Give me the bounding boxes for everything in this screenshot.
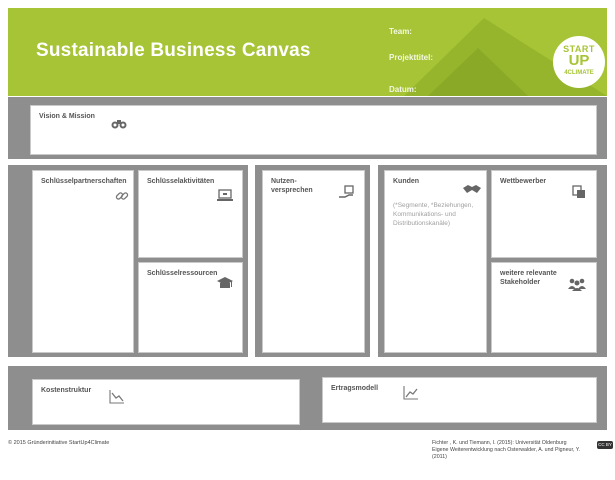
key-partners-label: Schlüsselpartnerschaften	[41, 178, 127, 185]
source-line-2: Eigene Weiterentwicklung nach Osterwalde…	[432, 447, 581, 460]
stakeholders-label: weitere relevante Stakeholder	[500, 270, 557, 286]
header-decoration	[404, 18, 607, 96]
logo-line-2: UP	[568, 52, 590, 69]
binoculars-icon	[111, 118, 127, 129]
documents-icon	[572, 185, 586, 199]
graduation-cap-icon	[217, 277, 233, 289]
logo-line-3: 4CLIMATE	[564, 70, 594, 76]
key-resources-label: Schlüsselressourcen	[147, 270, 218, 277]
hand-gift-icon	[339, 185, 355, 199]
stakeholders-box[interactable]: weitere relevante Stakeholder	[491, 262, 597, 353]
customers-label: Kunden	[393, 178, 420, 185]
header-banner: Sustainable Business Canvas Team: Projek…	[8, 8, 607, 96]
key-partners-box[interactable]: Schlüsselpartnerschaften	[32, 170, 134, 353]
laptop-icon	[217, 189, 233, 202]
handshake-icon	[463, 183, 481, 195]
revenue-model-label: Ertragsmodell	[331, 385, 379, 392]
team-label: Team:	[389, 27, 412, 36]
copyright-text: © 2015 Gründerinitiative StartUp4Climate	[8, 440, 110, 446]
key-activities-label: Schlüsselaktivitäten	[147, 178, 215, 185]
link-icon	[115, 189, 129, 203]
project-label: Projekttitel:	[389, 53, 434, 62]
customers-note: (*Segmente, *Beziehungen, Kommunikations…	[393, 202, 474, 227]
cc-license-badge: CC BY	[597, 441, 613, 449]
vision-mission-label: Vision & Mission	[39, 113, 95, 120]
key-activities-box[interactable]: Schlüsselaktivitäten	[138, 170, 243, 258]
value-proposition-box[interactable]: Nutzen- versprechen	[262, 170, 365, 353]
chart-down-icon	[109, 390, 125, 404]
source-citation: Fichter , K. und Tiemann, I. (2015): Uni…	[432, 440, 592, 461]
revenue-model-box[interactable]: Ertragsmodell	[322, 377, 597, 423]
vision-mission-box[interactable]: Vision & Mission	[30, 105, 597, 155]
logo-line-1: START	[563, 44, 595, 54]
chart-up-icon	[403, 386, 419, 400]
page-title: Sustainable Business Canvas	[36, 40, 311, 61]
customers-box[interactable]: Kunden (*Segmente, *Beziehungen, Kommuni…	[384, 170, 487, 353]
date-label: Datum:	[389, 85, 417, 94]
competitors-label: Wettbewerber	[500, 178, 547, 185]
competitors-box[interactable]: Wettbewerber	[491, 170, 597, 258]
group-icon	[568, 277, 586, 291]
key-resources-box[interactable]: Schlüsselressourcen	[138, 262, 243, 353]
cost-structure-box[interactable]: Kostenstruktur	[32, 379, 300, 425]
value-proposition-label: Nutzen- versprechen	[271, 178, 313, 194]
source-line-1: Fichter , K. und Tiemann, I. (2015): Uni…	[432, 440, 567, 446]
startup4climate-logo: START UP 4CLIMATE	[553, 36, 605, 88]
cost-structure-label: Kostenstruktur	[41, 387, 92, 394]
